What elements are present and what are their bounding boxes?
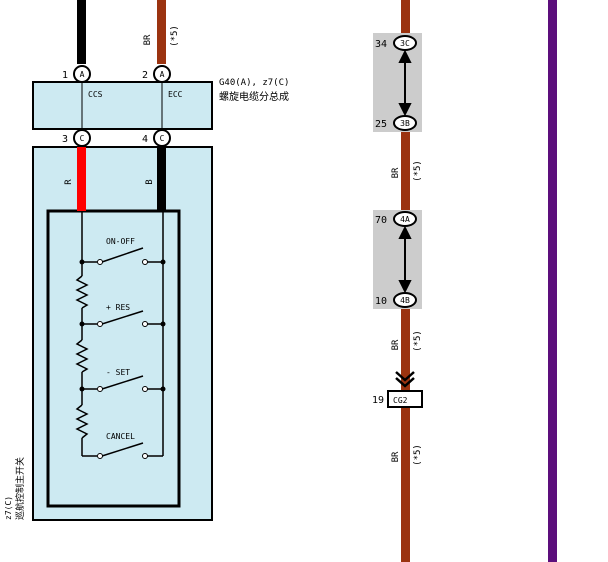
wire-note-right-3: (*5) xyxy=(413,444,423,466)
terminal-label-ecc: ECC xyxy=(168,90,183,99)
wire-note-right-2: (*5) xyxy=(413,330,423,352)
wire-black-top xyxy=(77,0,86,64)
pin-number-1: 1 xyxy=(62,70,68,81)
connector-letter-3: C xyxy=(80,134,85,143)
switch-inner-box xyxy=(46,209,181,508)
circuit-junctions xyxy=(79,259,166,392)
wire-code-black: B xyxy=(145,179,155,184)
spiral-cable-box xyxy=(32,81,213,130)
pin-number-70: 70 xyxy=(375,215,387,226)
switch-code: z7(C) xyxy=(4,496,13,520)
ground-label: CG2 xyxy=(393,396,408,405)
ground-box xyxy=(387,390,423,408)
pin-number-3: 3 xyxy=(62,134,68,145)
switch-label-res: + RES xyxy=(106,303,130,312)
wire-code-brown-top: BR xyxy=(143,34,153,45)
wire-purple xyxy=(548,0,557,562)
switch-contacts xyxy=(97,259,148,459)
connector-letter-2: A xyxy=(160,70,165,79)
wire-code-right-2: BR xyxy=(391,339,401,350)
wire-code-red: R xyxy=(64,179,74,185)
spiral-cable-code: G40(A), z7(C) xyxy=(219,78,289,88)
pin-number-19: 19 xyxy=(372,395,384,406)
connector-3c-label: 3C xyxy=(400,39,410,48)
double-arrow-upper xyxy=(398,49,412,117)
pin-number-4: 4 xyxy=(142,134,148,145)
wire-note-right-1: (*5) xyxy=(413,160,423,182)
connector-pin-3 xyxy=(73,129,91,147)
pin-number-10: 10 xyxy=(375,296,387,307)
switch-label-cancel: CANCEL xyxy=(106,432,135,441)
connector-pin-2 xyxy=(153,65,171,83)
wire-code-right-3: BR xyxy=(391,451,401,462)
wire-red xyxy=(77,147,86,211)
connector-group-upper xyxy=(373,33,422,132)
wire-black-mid xyxy=(157,147,166,211)
ground-chevron-icon xyxy=(395,371,415,388)
spiral-cable-name: 螺旋电缆分总成 xyxy=(219,90,289,103)
pin-number-25: 25 xyxy=(375,119,387,130)
switch-outer-box xyxy=(32,146,213,521)
connector-letter-1: A xyxy=(80,70,85,79)
connector-4a-label: 4A xyxy=(400,215,410,224)
wire-note-brown-top: (*5) xyxy=(170,25,180,47)
switch-label-on-off: ON-OFF xyxy=(106,237,135,246)
wire-code-right-1: BR xyxy=(391,167,401,178)
connector-4b-label: 4B xyxy=(400,296,410,305)
wire-brown-top xyxy=(157,0,166,64)
connector-3b-label: 3B xyxy=(400,119,410,128)
terminal-label-ccs: CCS xyxy=(88,90,103,99)
connector-pin-1 xyxy=(73,65,91,83)
double-arrow-lower xyxy=(398,225,412,294)
connector-letter-4: C xyxy=(160,134,165,143)
pin-number-2: 2 xyxy=(142,70,148,81)
pin-number-34: 34 xyxy=(375,39,387,50)
switch-label-set: - SET xyxy=(106,368,130,377)
connector-pin-4 xyxy=(153,129,171,147)
connector-group-lower xyxy=(373,210,422,309)
switch-name: 巡航控制主开关 xyxy=(14,457,26,520)
